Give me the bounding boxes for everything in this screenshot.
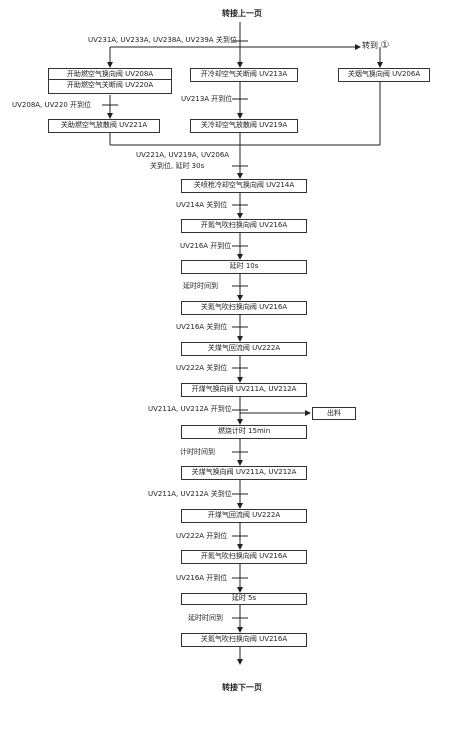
- condition-3: UV213A 开到位: [181, 95, 233, 103]
- condition-12: UV211A, UV212A 关到位: [148, 490, 232, 498]
- condition-1: UV231A, UV233A, UV238A, UV239A 关到位: [88, 36, 237, 44]
- box-close-gas-reversing: 关煤气换向阀 UV211A, UV212A: [181, 466, 307, 480]
- condition-4-line1: UV221A, UV219A, UV206A: [136, 151, 230, 159]
- footer-label: 转接下一页: [222, 683, 262, 692]
- goto-circle-icon: ①: [380, 40, 390, 51]
- condition-4-line2: 关到位, 延时 30s: [150, 162, 205, 170]
- header-label: 转接上一页: [222, 9, 262, 18]
- box-open-n2-purge-2: 开氮气吹扫换向阀 UV216A: [181, 550, 307, 564]
- box-close-combustion-vent: 关助燃空气放散阀 UV221A: [48, 119, 160, 133]
- box-delay-10s: 延时 10s: [181, 260, 307, 274]
- box-close-flue-gas: 关烟气换向阀 UV206A: [338, 68, 430, 82]
- condition-14: UV216A 开到位: [176, 574, 228, 582]
- box-b1-top: 开助燃空气换向阀 UV208A: [49, 69, 171, 80]
- box-close-n2-purge-1: 关氮气吹扫换向阀 UV216A: [181, 301, 307, 315]
- box-open-combustion-air: 开助燃空气换向阀 UV208A 开助燃空气关断阀 UV220A: [48, 68, 172, 94]
- condition-11: 计时时间到: [180, 448, 215, 456]
- box-combustion-timer: 燃烧计时 15min: [181, 425, 307, 439]
- box-open-n2-purge-1: 开氮气吹扫换向阀 UV216A: [181, 219, 307, 233]
- condition-6: UV216A 开到位: [180, 242, 232, 250]
- box-close-gas-return-1: 关煤气回流阀 UV222A: [181, 342, 307, 356]
- box-close-n2-purge-2: 关氮气吹扫换向阀 UV216A: [181, 633, 307, 647]
- box-close-cooling-vent: 关冷却空气放散阀 UV219A: [190, 119, 298, 133]
- box-b1-bottom: 开助燃空气关断阀 UV220A: [66, 81, 154, 89]
- condition-7: 延时时间到: [183, 282, 218, 290]
- box-open-gas-return: 开煤气回流阀 UV222A: [181, 509, 307, 523]
- condition-9: UV222A 关到位: [176, 364, 228, 372]
- condition-5: UV214A 关到位: [176, 201, 228, 209]
- goto-label: 转到 ①: [362, 40, 390, 51]
- box-open-cooling-air: 开冷却空气关断阀 UV213A: [190, 68, 298, 82]
- box-output: 出料: [312, 407, 356, 420]
- box-open-gas-reversing-1: 开煤气换向阀 UV211A, UV212A: [181, 383, 307, 397]
- goto-text: 转到: [362, 41, 378, 50]
- condition-10: UV211A, UV212A 开到位: [148, 405, 232, 413]
- condition-13: UV222A 开到位: [176, 532, 228, 540]
- condition-8: UV216A 关到位: [176, 323, 228, 331]
- box-delay-5s: 延时 5s: [181, 593, 307, 605]
- condition-2: UV208A, UV220 开到位: [12, 101, 92, 109]
- box-close-lance-cooling: 关喷枪冷却空气换向阀 UV214A: [181, 179, 307, 193]
- condition-15: 延时时间到: [188, 614, 223, 622]
